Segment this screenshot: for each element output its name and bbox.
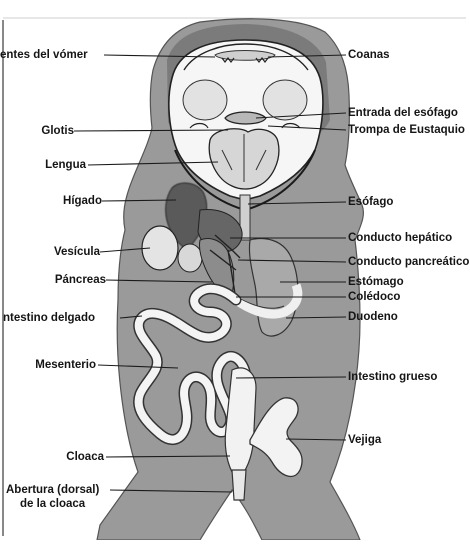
label-coledoco: Colédoco (348, 291, 400, 303)
label-entrada-esofago: Entrada del esófago (348, 107, 458, 119)
label-pancreas: Páncreas (42, 274, 106, 286)
label-higado: Hígado (50, 195, 102, 207)
label-cloaca: Cloaca (50, 451, 104, 463)
palate-ridge (215, 51, 275, 61)
label-vesicula: Vesícula (38, 246, 100, 258)
label-mesenterio: Mesenterio (20, 359, 96, 371)
label-dientes-vomer: entes del vómer (0, 49, 88, 61)
label-vejiga: Vejiga (348, 434, 381, 446)
label-conducto-hepatico: Conducto hepático (348, 232, 452, 244)
eye-bulge-right (263, 80, 307, 120)
label-coanas: Coanas (348, 49, 390, 61)
label-estomago: Estómago (348, 276, 404, 288)
cloaca-tube (232, 470, 246, 500)
label-glotis: Glotis (34, 125, 74, 137)
label-abertura-cloaca: de la cloaca (20, 498, 85, 510)
label-trompa-eustaquio: Trompa de Eustaquio (348, 124, 469, 136)
eye-bulge-left (183, 80, 227, 120)
label-esofago: Esófago (348, 196, 393, 208)
label-duodeno: Duodeno (348, 311, 398, 323)
label-conducto-pancreatico: Conducto pancreático (348, 256, 469, 268)
label-lengua: Lengua (36, 159, 86, 171)
gallbladder-2 (178, 244, 202, 272)
label-intestino-delgado: ntestino delgado (3, 312, 95, 324)
label-intestino-grueso: Intestino grueso (348, 371, 437, 383)
label-abertura-dorsal: Abertura (dorsal) (6, 484, 99, 496)
